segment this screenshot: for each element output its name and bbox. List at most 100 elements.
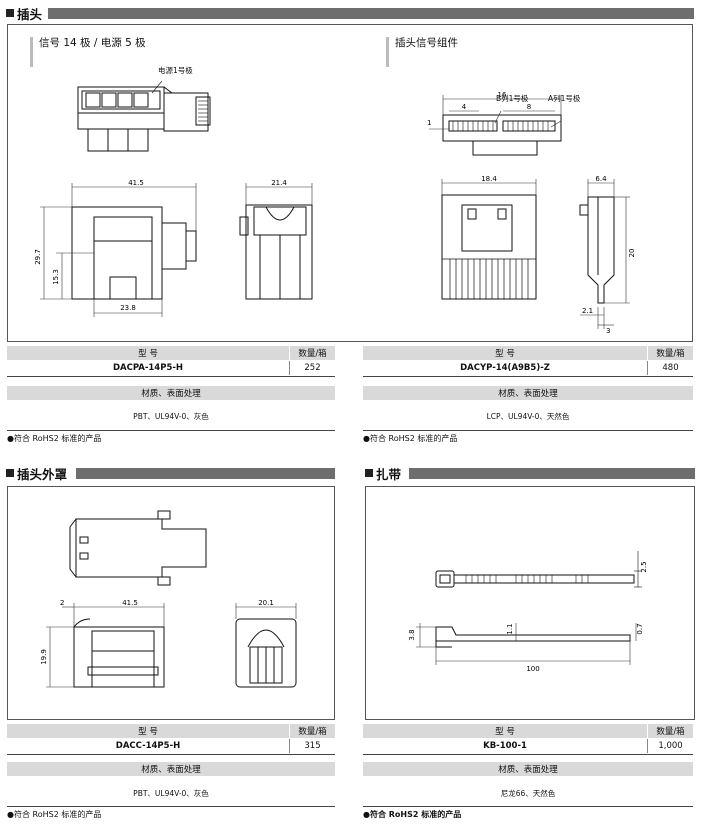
row-divider [7,430,335,431]
cover-front-view-drawing: 2 41.5 19.9 [40,599,165,688]
table-header-row: 型 号 数量/箱 [363,724,693,738]
col-model-header: 型 号 [138,727,158,737]
label-b-row: B列1号极 [496,94,529,103]
plug-top-view-drawing [77,80,211,152]
plug-cover-drawing-panel: 2 41.5 19.9 20.1 [7,486,335,720]
col-model-header: 型 号 [495,349,515,359]
material-value: PBT、UL94V-0、灰色 [133,788,209,798]
row-divider [363,376,693,377]
dim-width: 41.5 [128,179,144,187]
table-header-row: 型 号 数量/箱 [7,724,335,738]
cable-tie-side-drawing: 3.8 1.1 0.7 100 [408,623,644,673]
section-marker-icon [6,9,14,17]
qty-value: 480 [647,361,693,375]
section-bar [76,468,335,479]
spec-table-cable-tie: 型 号 数量/箱 KB-100-1 1,000 材质、表面处理 尼龙66、天然色… [363,724,693,824]
dim-height: 19.9 [40,649,48,665]
row-divider [7,754,335,755]
plug-drawing-panel: 信号 14 极 / 电源 5 极 插头信号组件 电源1号极 [7,24,693,342]
material-header: 材质、表面处理 [498,389,558,399]
section-title: 插头外罩 [17,467,68,482]
label-power-pin: 电源1号极 [158,66,193,75]
qty-value: 252 [289,361,335,375]
dim-side-width: 6.4 [595,175,607,183]
dim-s2: 3 [606,327,610,335]
section-title: 扎带 [376,467,402,482]
dim-a: 4 [462,103,467,111]
signal-component-side-drawing: 6.4 20 2.1 3 [579,175,636,335]
section-bar [48,8,694,19]
section-title: 插头 [17,7,43,22]
dim-c: 1 [427,119,431,127]
material-value: PBT、UL94V-0、灰色 [133,411,209,421]
material-value: LCP、UL94V-0、天然色 [486,411,570,421]
table-row: DACYP-14(A9B5)-Z 480 [363,361,693,375]
dim-height-lower: 15.3 [52,269,60,285]
table-header-row: 型 号 数量/箱 [7,346,335,360]
signal-component-top-drawing: 16 4 8 1 [427,91,562,156]
material-header-row: 材质、表面处理 [363,762,693,776]
table-header-row: 型 号 数量/箱 [363,346,693,360]
qty-value: 1,000 [647,739,693,753]
col-model-header: 型 号 [495,727,515,737]
dim-side-width: 20.1 [258,599,274,607]
dim-side-height: 20 [628,249,636,258]
material-row: LCP、UL94V-0、天然色 [363,409,693,423]
col-qty-header: 数量/箱 [289,724,335,738]
dim-top: 16 [498,91,507,99]
qty-value: 315 [289,739,335,753]
dim-height: 29.7 [34,249,42,265]
plug-front-view-drawing: 41.5 29.7 15.3 23.8 [34,179,197,317]
material-header-row: 材质、表面处理 [363,386,693,400]
rohs-note: ●符合 RoHS2 标准的产品 [363,434,458,443]
spec-table-plug: 型 号 数量/箱 DACPA-14P5-H 252 材质、表面处理 PBT、UL… [7,346,335,446]
dim-length: 100 [526,665,539,673]
row-divider [7,806,335,807]
material-row: PBT、UL94V-0、灰色 [7,409,335,423]
table-row: DACPA-14P5-H 252 [7,361,335,375]
model-value: DACC-14P5-H [115,741,181,751]
rohs-note: ●符合 RoHS2 标准的产品 [363,810,462,819]
plug-side-view-drawing: 21.4 [239,179,313,300]
dim-width: 41.5 [122,599,138,607]
table-row: KB-100-1 1,000 [363,739,693,753]
dim-side-width: 21.4 [271,179,287,187]
material-header: 材质、表面处理 [498,765,558,775]
section-header-plug-cover: 插头外罩 [6,466,335,482]
dim-a: 2 [60,599,64,607]
row-divider [7,376,335,377]
section-marker-icon [365,469,373,477]
section-header-plug: 插头 [6,6,694,22]
row-divider [363,430,693,431]
cable-tie-drawing-panel: 2.5 3.8 1.1 0.7 100 [365,486,695,720]
table-row: DACC-14P5-H 315 [7,739,335,753]
col-qty-header: 数量/箱 [647,724,693,738]
model-value: KB-100-1 [483,741,527,751]
section-bar [409,468,695,479]
col-qty-header: 数量/箱 [647,346,693,360]
row-divider [363,806,693,807]
material-header-row: 材质、表面处理 [7,386,335,400]
plug-left-heading: 信号 14 极 / 电源 5 极 [30,37,146,67]
dim-s1: 2.1 [582,307,593,315]
model-value: DACYP-14(A9B5)-Z [460,363,550,373]
dim-tip-height: 0.7 [636,623,644,634]
dim-thickness: 2.5 [640,561,648,572]
material-header: 材质、表面处理 [141,389,201,399]
col-qty-header: 数量/箱 [289,346,335,360]
material-value: 尼龙66、天然色 [500,788,556,798]
col-model-header: 型 号 [138,349,158,359]
cable-tie-top-drawing: 2.5 [435,551,648,588]
signal-component-front-drawing: 18.4 [441,175,537,300]
dim-bottom: 23.8 [120,304,136,312]
rohs-note: ●符合 RoHS2 标准的产品 [7,434,102,443]
label-a-row: A列1号极 [548,94,581,103]
material-header-row: 材质、表面处理 [7,762,335,776]
material-header: 材质、表面处理 [141,765,201,775]
section-marker-icon [6,469,14,477]
row-divider [363,754,693,755]
rohs-note: ●符合 RoHS2 标准的产品 [7,810,102,819]
cover-side-view-drawing: 20.1 [235,599,297,688]
spec-table-plug-cover: 型 号 数量/箱 DACC-14P5-H 315 材质、表面处理 PBT、UL9… [7,724,335,824]
material-row: PBT、UL94V-0、灰色 [7,786,335,800]
